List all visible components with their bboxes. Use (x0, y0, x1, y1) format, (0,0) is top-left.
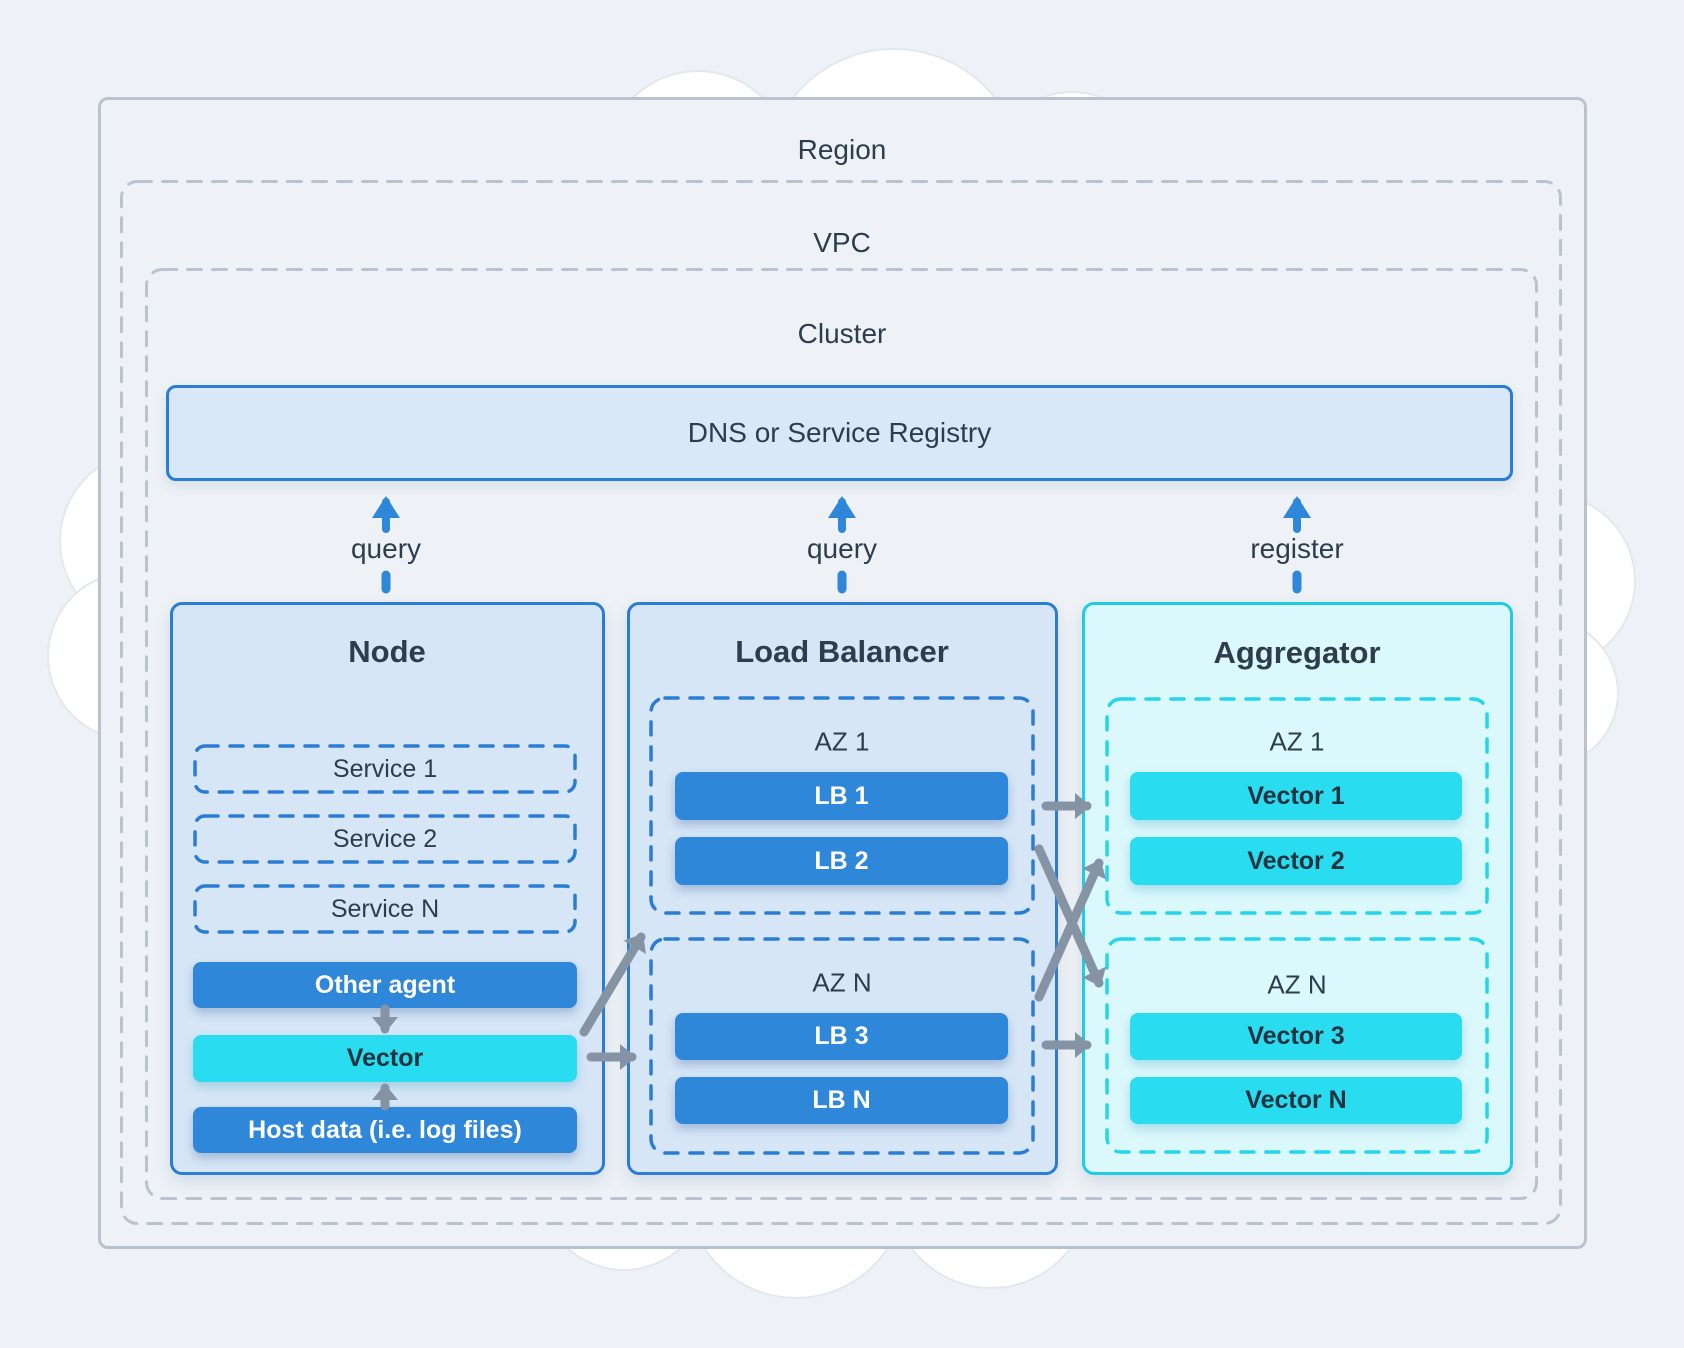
query-lb-label: query (806, 533, 878, 564)
region-label: Region (797, 134, 887, 165)
lb-n-label: LB N (812, 1086, 871, 1114)
lb-1-box: LB 1 (675, 772, 1008, 820)
vpc-label: VPC (813, 227, 871, 258)
host-data-box: Host data (i.e. log files) (193, 1107, 577, 1153)
load-balancer-title: Load Balancer (735, 634, 949, 669)
vector-2-label: Vector 2 (1247, 846, 1345, 875)
dns-registry-bar: DNS or Service Registry (166, 385, 1513, 481)
cluster-label: Cluster (797, 318, 887, 349)
agg-azn-label: AZ N (1267, 969, 1327, 1000)
lb-3-label: LB 3 (814, 1022, 869, 1050)
host-data-label: Host data (i.e. log files) (248, 1115, 522, 1144)
vector-n-label: Vector N (1245, 1086, 1347, 1114)
service-n-label: Service N (330, 894, 440, 923)
service-1-label: Service 1 (332, 754, 438, 783)
vector-n-box: Vector N (1130, 1077, 1462, 1124)
agg-az1-label: AZ 1 (1269, 726, 1325, 757)
service-n-box: Service N (193, 884, 577, 934)
vector-3-label: Vector 3 (1247, 1022, 1345, 1050)
query-node-label: query (350, 533, 422, 564)
dns-registry-label: DNS or Service Registry (687, 417, 992, 448)
other-agent-label: Other agent (314, 970, 456, 999)
service-2-box: Service 2 (193, 814, 577, 864)
vector-label: Vector (346, 1044, 424, 1072)
service-1-box: Service 1 (193, 744, 577, 794)
vector-1-box: Vector 1 (1130, 772, 1462, 820)
node-title: Node (348, 634, 426, 669)
vector-2-box: Vector 2 (1130, 837, 1462, 885)
lb-azn-label: AZ N (812, 967, 872, 998)
other-agent-box: Other agent (193, 962, 577, 1008)
service-2-label: Service 2 (332, 824, 438, 853)
lb-3-box: LB 3 (675, 1013, 1008, 1060)
lb-2-label: LB 2 (814, 846, 869, 875)
aggregator-title: Aggregator (1213, 635, 1381, 670)
lb-1-label: LB 1 (814, 781, 869, 810)
register-label: register (1250, 533, 1344, 564)
lb-2-box: LB 2 (675, 837, 1008, 885)
vector-3-box: Vector 3 (1130, 1013, 1462, 1060)
vector-box: Vector (193, 1035, 577, 1082)
lb-n-box: LB N (675, 1077, 1008, 1124)
lb-az1-label: AZ 1 (814, 726, 870, 757)
vector-1-label: Vector 1 (1247, 781, 1345, 810)
